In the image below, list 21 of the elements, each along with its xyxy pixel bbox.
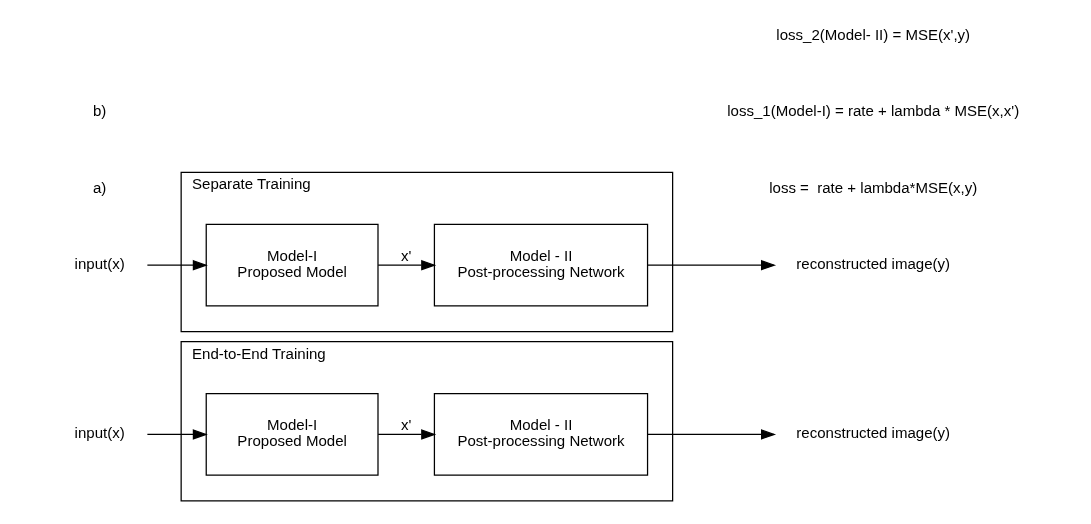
node-text: input(x) — [74, 255, 125, 273]
node-text: input(x) — [74, 424, 125, 442]
label: a) — [92, 178, 106, 196]
node-text: reconstructed image(y) — [795, 424, 950, 442]
arrow — [646, 429, 776, 440]
node-text: reconstructed image(y) — [795, 255, 950, 273]
arrow — [146, 429, 208, 440]
node-box: Model-I Proposed Model — [205, 393, 379, 476]
arrow — [646, 259, 776, 271]
label: loss = rate + lambda*MSE(x,y) — [768, 178, 977, 196]
arrow — [146, 259, 208, 271]
node-box: Model - II Post-processing Network — [433, 393, 648, 476]
edge-label: x' — [400, 246, 411, 264]
arrow — [377, 259, 436, 271]
arrow — [377, 429, 436, 440]
edge-label: x' — [400, 416, 411, 434]
node-box: Model-I Proposed Model — [205, 223, 379, 307]
label: b) — [92, 102, 106, 120]
label: loss_2(Model- II) = MSE(x',y) — [775, 25, 970, 43]
node-box: Model - II Post-processing Network — [433, 223, 648, 307]
label: loss_1(Model-I) = rate + lambda * MSE(x,x') — [726, 102, 1019, 120]
